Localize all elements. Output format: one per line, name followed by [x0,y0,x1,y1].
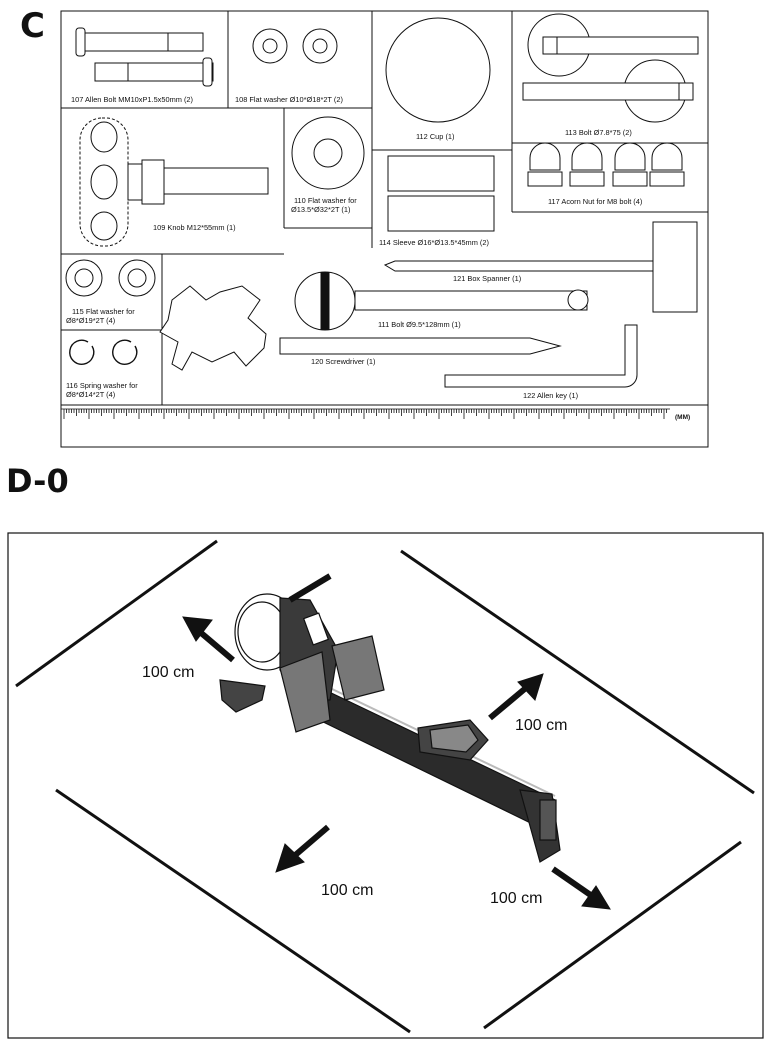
screwdriver-icon [159,285,562,371]
part-117-label: 117 Acorn Nut for M8 bolt (4) [548,197,643,206]
ruler-unit-label: (MM) [675,414,691,421]
part-108-label: 108 Flat washer Ø10*Ø18*2T (2) [235,95,343,104]
part-114-label: 114 Sleeve Ø16*Ø13.5*45mm (2) [379,238,489,247]
arrow-back-icon [198,629,235,663]
part-113-label: 113 Bolt Ø7.8*75 (2) [565,128,632,137]
part-111-label: 111 Bolt Ø9.5*128mm (1) [378,320,461,329]
placement-frame [7,532,764,1039]
part-121-label: 121 Box Spanner (1) [453,274,522,283]
allen-bolt-icon [75,27,214,87]
clearance-left-label: 100 cm [321,882,374,899]
cup-icon [385,17,491,123]
part-115-label-line2: Ø8*Ø19*2T (4) [66,316,116,325]
box-spanner-icon [383,221,698,313]
part-115-label-line1: 115 Flat washer for [72,307,135,316]
pin-bolt-icon [522,13,699,123]
part-116-label-line1: 116 Spring washer for [66,381,138,390]
part-110-label-line1: 110 Flat washer for [294,196,357,205]
knob-icon [79,117,269,247]
clearance-back-label: 100 cm [142,664,195,681]
spring-washer-icon [69,339,138,365]
part-107-label: 107 Allen Bolt MM10xP1.5x50mm (2) [71,95,193,104]
part-120-label: 120 Screwdriver (1) [311,357,376,366]
part-116-label-line2: Ø8*Ø14*2T (4) [66,390,116,399]
rowing-machine-icon [219,573,561,863]
sleeve-icon [387,155,495,232]
part-112-label: 112 Cup (1) [416,132,455,141]
arrow-front-icon [551,866,594,899]
allen-key-icon [444,324,638,388]
flat-washer-icon [252,28,338,64]
acorn-nut-icon [527,142,685,187]
clearance-right-label: 100 cm [515,717,568,734]
clearance-front-label: 100 cm [490,890,543,907]
part-110-label-line2: Ø13.5*Ø32*2T (1) [291,205,351,214]
clearance-arrows [182,616,611,910]
ball-bolt-icon [294,271,589,331]
section-c-heading: C [20,6,45,46]
measurement-ruler [61,408,670,419]
parts-panel-frame [60,10,709,448]
part-109-label: 109 Knob M12*55mm (1) [153,223,236,232]
large-washer-icon [291,116,365,190]
clearance-boundary-lines [15,539,755,1034]
part-122-label: 122 Allen key (1) [523,391,579,400]
small-washer-icon [65,259,156,297]
arrow-right-icon [488,684,529,721]
section-d0-heading: D-0 [6,462,69,500]
arrow-left-icon [291,824,330,860]
